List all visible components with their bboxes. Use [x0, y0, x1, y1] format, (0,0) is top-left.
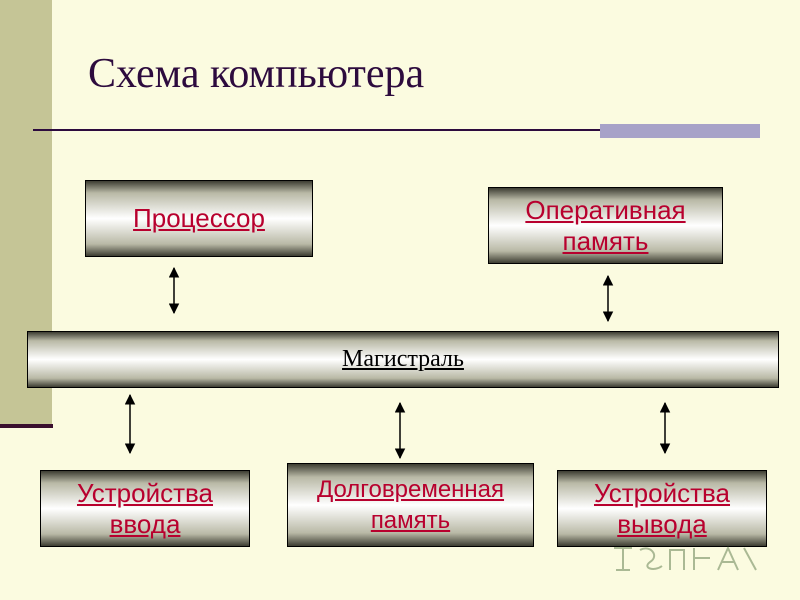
- presentation-logo-watermark-icon: [614, 545, 757, 571]
- bus-label: Магистраль: [342, 346, 464, 372]
- processor-link[interactable]: Процессор: [133, 203, 265, 233]
- slide-title: Схема компьютера: [88, 51, 425, 97]
- output-devices-link[interactable]: Устройства вывода: [593, 477, 731, 539]
- ram-box[interactable]: Оперативная память: [488, 187, 723, 264]
- left-bar-foot-line: [0, 424, 53, 428]
- long-term-memory-link[interactable]: Долговременная память: [316, 476, 505, 534]
- bus-bar: Магистраль: [27, 331, 779, 388]
- long-term-memory-box[interactable]: Долговременная память: [287, 463, 534, 547]
- input-devices-box[interactable]: Устройства ввода: [40, 470, 250, 547]
- output-devices-box[interactable]: Устройства вывода: [557, 470, 767, 547]
- processor-box[interactable]: Процессор: [85, 180, 313, 257]
- ram-link[interactable]: Оперативная память: [525, 194, 686, 256]
- title-divider: [33, 129, 760, 131]
- title-divider-accent: [600, 124, 760, 138]
- input-devices-link[interactable]: Устройства ввода: [76, 477, 214, 539]
